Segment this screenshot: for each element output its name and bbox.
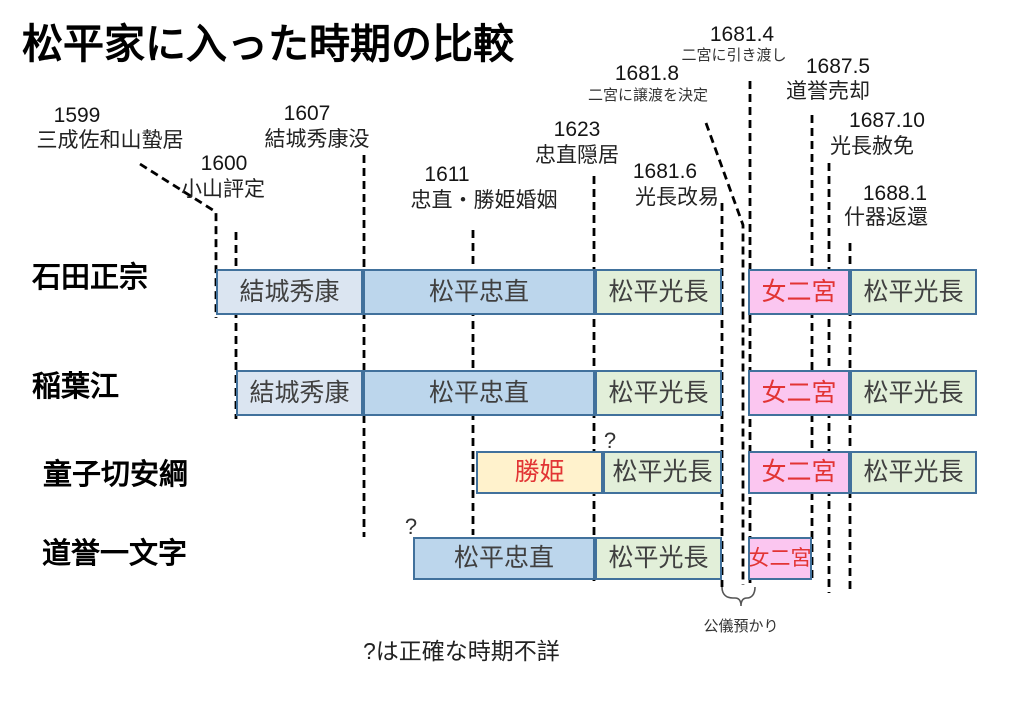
timeline-bar: 女二宮	[748, 451, 850, 494]
annotation-year: 1611	[424, 163, 470, 186]
timeline-bar: 松平光長	[595, 537, 722, 580]
timeline-bar: 女二宮	[748, 269, 850, 315]
annotation-year: 1687.5	[805, 55, 871, 78]
annotation-event: 結城秀康没	[264, 128, 370, 151]
timeline-bar: 松平光長	[850, 451, 977, 494]
row-label: 石田正宗	[32, 262, 149, 294]
annotation-year: 1681.6	[632, 160, 698, 183]
annotation-year: 1623	[553, 118, 601, 141]
brace-label: 公儀預かり	[703, 618, 779, 635]
annotation-event: 什器返還	[844, 206, 928, 229]
timeline-bar: 松平光長	[850, 269, 977, 315]
row-label: 道誉一文字	[42, 538, 188, 570]
row-label: 童子切安綱	[43, 459, 189, 491]
annotation-year: 1688.1	[862, 182, 928, 205]
annotation-year: 1681.4	[709, 23, 775, 46]
timeline-bar: 結城秀康	[236, 370, 363, 416]
annotation-event: 小山評定	[181, 178, 265, 201]
footnote: ?は正確な時期不詳	[363, 638, 560, 664]
annotation-year: 1687.10	[849, 109, 925, 132]
annotation-event: 二宮に引き渡し	[681, 47, 787, 64]
timeline-bar: 結城秀康	[216, 269, 363, 315]
question-mark: ?	[603, 428, 617, 453]
annotation-event: 三成佐和山蟄居	[36, 129, 184, 152]
annotation-year: 1681.8	[614, 62, 680, 85]
timeline-bar: 松平光長	[850, 370, 977, 416]
timeline-bar: 松平忠直	[363, 269, 595, 315]
annotation-event: 光長改易	[635, 186, 719, 209]
annotation-year: 1599	[53, 104, 101, 127]
timeline-bar: 松平光長	[595, 370, 722, 416]
question-mark: ?	[404, 514, 418, 539]
timeline-bar: 女二宮	[748, 537, 812, 580]
timeline-marker-line-1681-8	[704, 122, 745, 585]
annotation-event: 二宮に譲渡を決定	[587, 87, 709, 104]
timeline-bar: 松平忠直	[413, 537, 595, 580]
timeline-bar: 松平光長	[595, 269, 722, 315]
annotation-year: 1600	[200, 152, 248, 175]
timeline-bar: 松平光長	[603, 451, 722, 494]
timeline-bar: 松平忠直	[363, 370, 595, 416]
underbrace	[721, 586, 756, 607]
annotation-event: 道誉売却	[786, 80, 870, 103]
page-title: 松平家に入った時期の比較	[22, 21, 514, 67]
annotation-year: 1607	[283, 102, 331, 125]
annotation-event: 忠直・勝姫婚姻	[410, 189, 558, 212]
timeline-bar: 勝姫	[476, 451, 603, 494]
timeline-bar: 女二宮	[748, 370, 850, 416]
annotation-event: 忠直隠居	[535, 144, 619, 167]
annotation-event: 光長赦免	[830, 135, 914, 158]
row-label: 稲葉江	[32, 371, 120, 403]
